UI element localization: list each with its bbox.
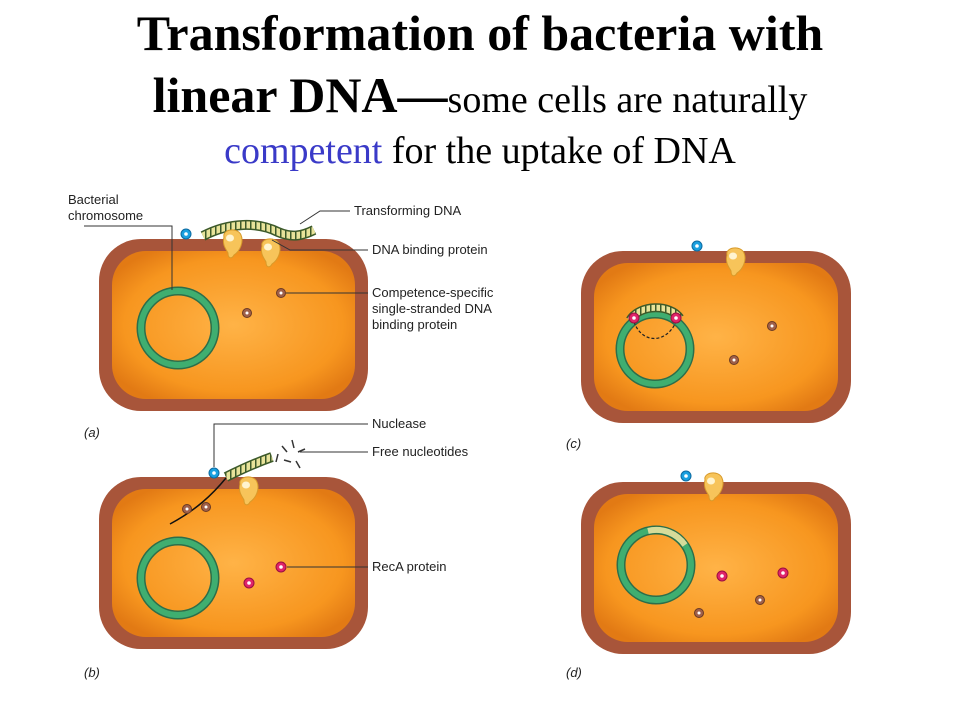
label-transforming-dna: Transforming DNA (354, 203, 461, 218)
title-line-2: linear DNA—some cells are naturally (0, 70, 960, 120)
ssb-protein-icon (729, 355, 739, 365)
reca-protein-icon (670, 312, 682, 324)
label-bacterial: Bacterial (68, 192, 119, 207)
reca-protein-icon (243, 577, 255, 589)
ssb-protein-icon (201, 502, 211, 512)
panel-d: (d) (566, 470, 851, 680)
title-line-3-rest: for the uptake of DNA (382, 130, 736, 172)
label-competence-3: binding protein (372, 317, 457, 332)
nuclease-icon (691, 240, 703, 252)
title-line-2-rest: some cells are naturally (447, 79, 808, 121)
label-chromosome: chromosome (68, 208, 143, 223)
ssb-protein-icon (694, 608, 704, 618)
cytoplasm-d (594, 494, 838, 642)
reca-protein-icon (777, 567, 789, 579)
ssb-protein-icon (276, 288, 286, 298)
ssb-protein-icon (755, 595, 765, 605)
label-competence-1: Competence-specific (372, 285, 494, 300)
free-nucleotides-icon (275, 439, 306, 469)
panel-label-a: (a) (84, 425, 100, 440)
displaced-strand (633, 321, 677, 339)
label-free-nucleotides: Free nucleotides (372, 444, 469, 459)
nuclease-icon (208, 467, 220, 479)
nuclease-icon (680, 470, 692, 482)
ssb-protein-icon (767, 321, 777, 331)
label-competence-2: single-stranded DNA (372, 301, 492, 316)
label-reca-protein: RecA protein (372, 559, 446, 574)
slide-title: Transformation of bacteria with linear D… (0, 8, 960, 170)
cytoplasm-c (594, 263, 838, 411)
title-line-3: competent for the uptake of DNA (0, 132, 960, 170)
recombinant-segment (647, 526, 688, 547)
reca-protein-icon (716, 570, 728, 582)
title-line-1: Transformation of bacteria with (136, 5, 824, 61)
label-nuclease: Nuclease (372, 416, 426, 431)
title-competent-highlight: competent (224, 130, 383, 172)
panel-b: Nuclease Free nucleotides RecA protein (… (84, 416, 469, 680)
panel-c: (c) (566, 240, 851, 451)
panel-label-c: (c) (566, 436, 581, 451)
panel-a: Bacterial chromosome Transforming DNA DN… (68, 192, 494, 440)
single-stranded-dna (169, 477, 227, 525)
cytoplasm-b (112, 489, 355, 637)
cytoplasm-a (112, 251, 355, 399)
nuclease-icon (180, 228, 192, 240)
panel-label-d: (d) (566, 665, 582, 680)
title-line-2-bold: linear DNA— (152, 67, 448, 123)
label-dna-binding-protein: DNA binding protein (372, 242, 488, 257)
ssb-protein-icon (242, 308, 252, 318)
reca-protein-icon (628, 312, 640, 324)
reca-protein-icon (275, 561, 287, 573)
panel-label-b: (b) (84, 665, 100, 680)
ssb-protein-icon (182, 504, 192, 514)
